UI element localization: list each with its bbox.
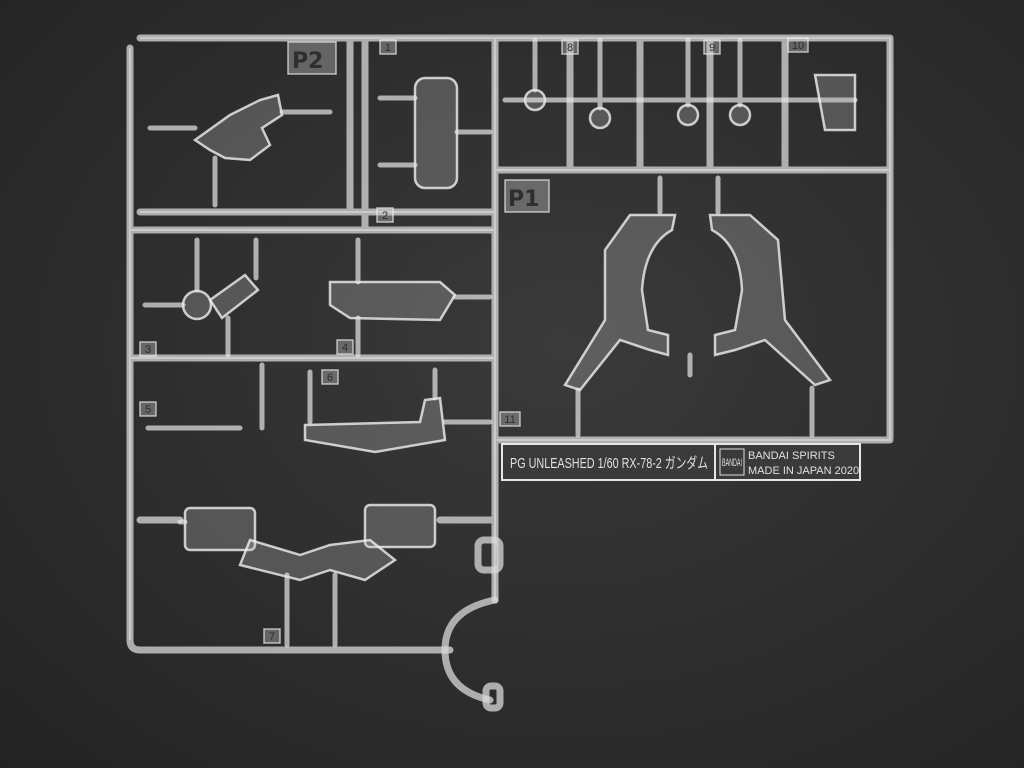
part-6-rail bbox=[145, 362, 493, 454]
part-number: 8 bbox=[567, 42, 573, 54]
part-number: 3 bbox=[145, 344, 151, 356]
part-p2-arm bbox=[147, 93, 333, 208]
maker-name: BANDAI SPIRITS bbox=[748, 450, 835, 462]
sprue-label-p2: P2 bbox=[292, 49, 323, 74]
part-number: 2 bbox=[382, 210, 388, 222]
part-number-tags: 1 2 3 4 5 6 7 8 9 10 11 bbox=[139, 37, 809, 644]
origin-text: MADE IN JAPAN 2020 bbox=[748, 465, 859, 477]
runner-frame bbox=[126, 34, 894, 712]
part-p1-frame bbox=[563, 175, 833, 438]
part-7-skirt bbox=[177, 503, 437, 648]
part-number: 7 bbox=[269, 631, 275, 643]
nameplate: PG UNLEASHED 1/60 RX-78-2 ガンダム BANDAI BA… bbox=[501, 443, 861, 481]
part-3-joint bbox=[142, 237, 260, 358]
product-name: PG UNLEASHED 1/60 RX-78-2 ガンダム bbox=[510, 455, 708, 472]
part-number: 6 bbox=[327, 372, 333, 384]
part-number: 11 bbox=[504, 414, 515, 426]
part-number: 5 bbox=[145, 404, 151, 416]
part-4-barrel bbox=[328, 237, 493, 358]
part-number: 10 bbox=[792, 40, 804, 52]
parts-8-10-balls bbox=[502, 37, 858, 132]
part-number: 9 bbox=[709, 42, 715, 54]
bandai-logo: BANDAI bbox=[722, 457, 742, 469]
sprue-label-p1: P1 bbox=[508, 187, 539, 212]
part-number: 4 bbox=[342, 342, 348, 354]
part-number: 1 bbox=[385, 42, 391, 54]
part-1-plate bbox=[377, 76, 493, 190]
